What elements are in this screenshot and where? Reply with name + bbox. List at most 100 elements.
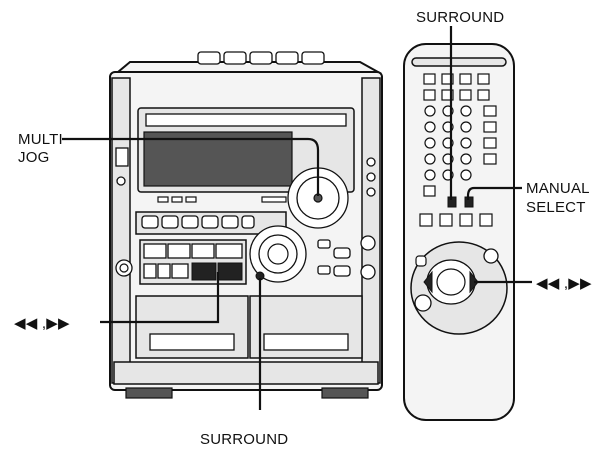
cd-tray-1	[197, 51, 221, 65]
label-multi: MULTI	[18, 131, 63, 148]
power-knob-left-inner	[119, 263, 129, 273]
right-indicator-2	[366, 172, 376, 182]
remote-grid-button[interactable]	[483, 153, 497, 165]
remote-grid-button[interactable]	[441, 89, 454, 101]
cd-tray-4	[275, 51, 299, 65]
remote-button-grid	[423, 73, 497, 197]
cd-tray-2	[223, 51, 247, 65]
remote-grid-button[interactable]	[459, 89, 472, 101]
skip-left-leader	[100, 272, 220, 324]
remote-grid-button[interactable]	[483, 137, 497, 149]
label-manual: MANUAL	[526, 180, 590, 197]
remote-grid-round-button[interactable]	[424, 105, 436, 117]
remote-nav-ring[interactable]	[426, 259, 476, 305]
remote-small-button[interactable]	[415, 255, 427, 267]
labels: SURROUND MULTI JOG MANUAL SELECT ◀◀ ,▶▶ …	[14, 9, 592, 448]
remote-body	[403, 43, 515, 421]
remote-grid-button[interactable]	[423, 89, 436, 101]
remote-grid-round-button[interactable]	[460, 137, 472, 149]
cd-tray-5	[301, 51, 325, 65]
strip-button-5[interactable]	[221, 215, 239, 229]
manual-select-leader	[466, 186, 522, 200]
remote-grid-round-button[interactable]	[460, 105, 472, 117]
display-button-2	[171, 196, 183, 203]
strip-button-1[interactable]	[141, 215, 159, 229]
volume-dial-inner[interactable]	[258, 234, 298, 274]
label-skip-left: ◀◀ ,▶▶	[14, 315, 70, 332]
right-mini-button-2[interactable]	[333, 247, 351, 259]
remote-grid-round-button[interactable]	[460, 153, 472, 165]
remote-round-button-right[interactable]	[483, 248, 499, 264]
label-jog: JOG	[18, 149, 49, 166]
foot-right	[321, 387, 369, 399]
strip-button-2[interactable]	[161, 215, 179, 229]
label-surround-bottom: SURROUND	[200, 431, 288, 448]
cassette-window-a	[149, 333, 235, 351]
remote-grid-button[interactable]	[483, 105, 497, 117]
tape-button-3[interactable]	[191, 243, 215, 259]
tape-button-1[interactable]	[143, 243, 167, 259]
tape-button-5[interactable]	[143, 263, 157, 279]
remote-grid-button[interactable]	[423, 73, 436, 85]
right-mini-button-1[interactable]	[317, 239, 331, 249]
cassette-window-b	[263, 333, 349, 351]
power-knob-left	[115, 259, 133, 277]
remote-grid-button[interactable]	[423, 185, 436, 197]
tape-button-4[interactable]	[215, 243, 243, 259]
remote-grid-round-button[interactable]	[424, 137, 436, 149]
remote-bottom-button-1[interactable]	[419, 213, 433, 227]
main-unit-base	[113, 361, 379, 385]
strip-button-6[interactable]	[241, 215, 255, 229]
label-select: SELECT	[526, 199, 586, 216]
headphone-jack	[115, 147, 129, 167]
remote-round-button-left[interactable]	[414, 294, 432, 312]
volume-dial-core[interactable]	[267, 243, 289, 265]
remote-grid-button[interactable]	[459, 73, 472, 85]
main-unit-lid	[115, 61, 382, 73]
label-skip-right: ◀◀ ,▶▶	[536, 275, 592, 292]
remote-rewind-arrow[interactable]	[423, 270, 433, 294]
remote-top-window	[411, 57, 507, 67]
leader-lines	[62, 26, 532, 410]
remote-grid-button[interactable]	[483, 121, 497, 133]
remote-grid-round-button[interactable]	[460, 121, 472, 133]
left-indicator	[116, 176, 126, 186]
label-surround-top: SURROUND	[416, 9, 504, 26]
remote-bottom-button-2[interactable]	[439, 213, 453, 227]
multi-jog-leader	[62, 137, 320, 196]
right-mini-button-4[interactable]	[333, 265, 351, 277]
remote-control	[403, 43, 515, 421]
right-indicator-1	[366, 157, 376, 167]
remote-grid-round-button[interactable]	[424, 121, 436, 133]
rewind-button[interactable]	[191, 262, 217, 281]
remote-grid-round-button[interactable]	[460, 169, 472, 181]
main-unit	[109, 51, 383, 399]
foot-left	[125, 387, 173, 399]
remote-bottom-button-4[interactable]	[479, 213, 493, 227]
right-knob-1	[360, 235, 376, 251]
strip-button-4[interactable]	[201, 215, 219, 229]
remote-grid-round-button[interactable]	[424, 153, 436, 165]
tape-button-2[interactable]	[167, 243, 191, 259]
main-unit-right-side	[361, 77, 381, 384]
remote-grid-button[interactable]	[477, 73, 490, 85]
display-button-1	[157, 196, 169, 203]
display-top-strip	[145, 113, 347, 127]
display-button-3	[185, 196, 197, 203]
tape-button-6[interactable]	[157, 263, 171, 279]
remote-nav-center[interactable]	[436, 268, 466, 296]
tape-button-7[interactable]	[171, 263, 189, 279]
cd-tray-3	[249, 51, 273, 65]
fast-forward-button[interactable]	[217, 262, 243, 281]
remote-grid-button[interactable]	[477, 89, 490, 101]
remote-grid-button[interactable]	[441, 73, 454, 85]
remote-bottom-button-3[interactable]	[459, 213, 473, 227]
display-window	[143, 131, 293, 187]
display-button-4	[261, 196, 287, 203]
right-mini-button-3[interactable]	[317, 265, 331, 275]
strip-button-3[interactable]	[181, 215, 199, 229]
remote-grid-round-button[interactable]	[424, 169, 436, 181]
right-indicator-3	[366, 187, 376, 197]
